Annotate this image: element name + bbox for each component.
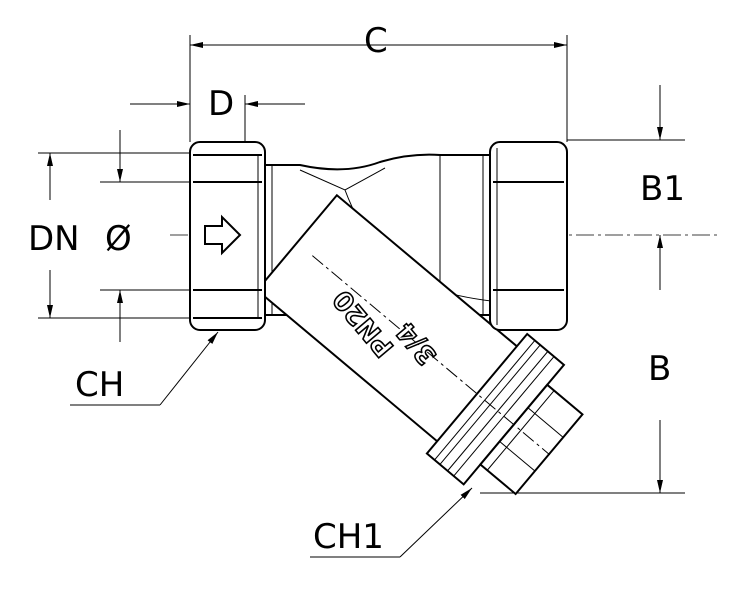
outlet-hex-fitting [489, 141, 568, 331]
label-c: C [364, 21, 388, 61]
dimension-c: C [189, 21, 568, 142]
label-b1: B1 [640, 169, 685, 209]
label-b: B [648, 349, 671, 389]
flow-direction-arrow-icon [204, 214, 242, 256]
leader-ch: CH [70, 331, 219, 406]
label-ch1: CH1 [313, 517, 384, 557]
label-dn: DN [28, 219, 80, 259]
label-ch: CH [75, 365, 124, 405]
dimension-dn: DN Ø [28, 130, 200, 342]
dimension-b: B1 B [480, 85, 685, 494]
leader-ch1: CH1 [310, 487, 473, 558]
label-d: D [208, 84, 234, 124]
strainer-leg [255, 193, 584, 496]
label-diameter: Ø [105, 219, 132, 259]
dimension-d: D [130, 84, 305, 142]
inlet-hex-fitting [189, 141, 266, 331]
